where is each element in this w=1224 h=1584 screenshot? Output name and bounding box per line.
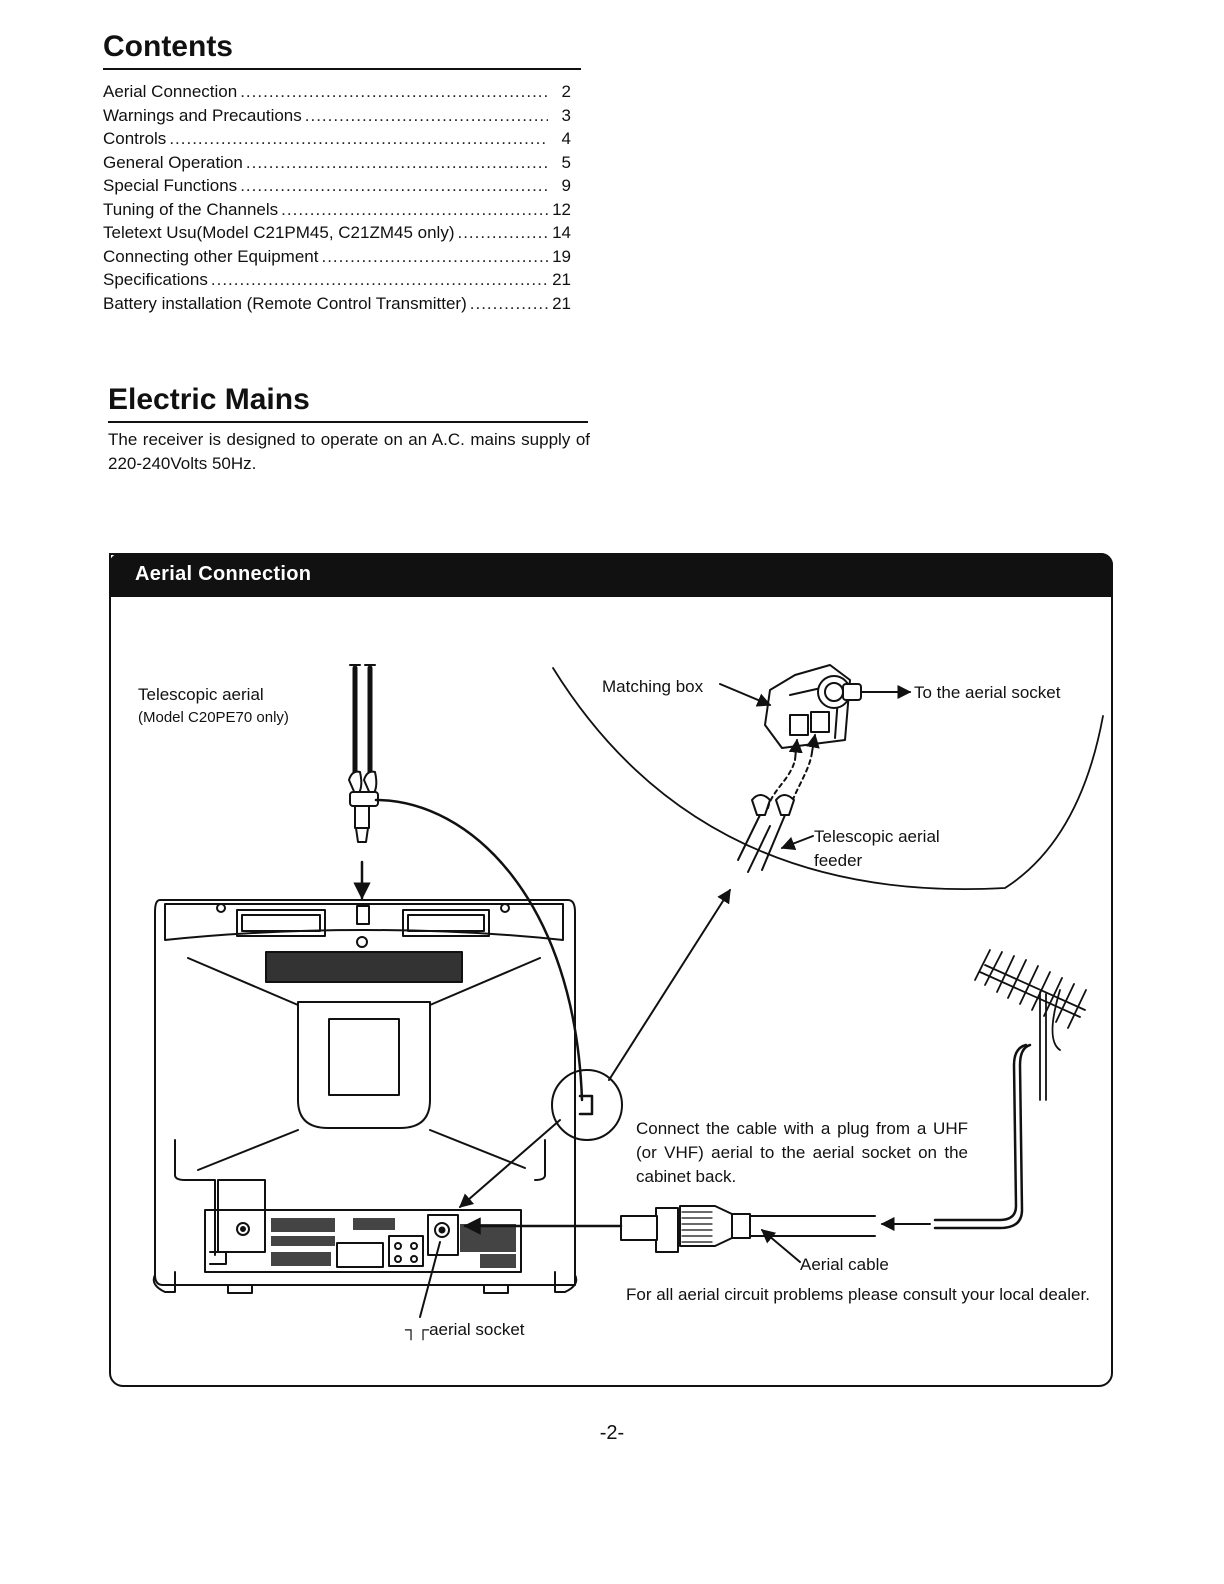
toc-entry: Tuning of the Channels 12 bbox=[103, 198, 571, 222]
model-note-label: (Model C20PE70 only) bbox=[138, 709, 289, 726]
toc-entry: Teletext Usu(Model C21PM45, C21ZM45 only… bbox=[103, 221, 571, 245]
toc-entry-page: 9 bbox=[561, 176, 571, 195]
toc-entry-page: 12 bbox=[552, 199, 571, 219]
aerial-socket-text: aerial socket bbox=[429, 1320, 525, 1339]
toc-entry-label: Controls bbox=[103, 129, 167, 148]
connect-instruction: Connect the cable with a plug from a UHF… bbox=[636, 1119, 968, 1186]
feeder-label-line2: feeder bbox=[814, 851, 863, 870]
aerial-socket-icon: ┐┌ bbox=[405, 1320, 430, 1339]
contents-heading: Contents bbox=[103, 30, 233, 63]
toc-entry-page: 21 bbox=[552, 270, 571, 289]
toc-entry-label: Battery installation (Remote Control Tra… bbox=[103, 293, 467, 313]
mains-rule bbox=[108, 421, 588, 423]
dealer-note: For all aerial circuit problems please c… bbox=[626, 1285, 1090, 1304]
toc-entry: Specifications 21 bbox=[103, 268, 571, 292]
contents-rule bbox=[103, 68, 581, 70]
to-aerial-socket-label: To the aerial socket bbox=[914, 683, 1061, 702]
toc-entry-label: Connecting other Equipment bbox=[103, 246, 319, 266]
toc-entry-label: General Operation bbox=[103, 152, 243, 172]
aerial-panel-title: Aerial Connection bbox=[135, 563, 312, 585]
toc-entry: General Operation 5 bbox=[103, 151, 571, 175]
aerial-panel-header: Aerial Connection bbox=[109, 553, 1113, 597]
telescopic-aerial-label: Telescopic aerial bbox=[138, 685, 264, 704]
toc-entry-page: 14 bbox=[552, 223, 571, 242]
page-number: -2- bbox=[599, 1422, 625, 1444]
toc-entry-page: 2 bbox=[561, 82, 571, 101]
mains-description: The receiver is designed to operate on a… bbox=[108, 430, 590, 473]
outdoor-aerial-icon bbox=[933, 949, 1087, 1230]
aerial-socket-pointer bbox=[419, 1241, 441, 1318]
telescopic-aerial-icon bbox=[348, 664, 379, 900]
aerial-plug-icon bbox=[463, 1205, 931, 1263]
toc-entry-page: 19 bbox=[552, 246, 571, 266]
tv-cabinet-back bbox=[152, 899, 578, 1294]
detail-circle bbox=[552, 667, 1104, 890]
toc-entry-label: Warnings and Precautions bbox=[103, 105, 302, 125]
toc-entry: Aerial Connection 2 bbox=[103, 80, 571, 104]
aerial-cable-label: Aerial cable bbox=[800, 1255, 889, 1274]
feeder-label-line1: Telescopic aerial bbox=[814, 827, 940, 846]
toc-entry-label: Special Functions bbox=[103, 176, 238, 195]
toc-entry: Warnings and Precautions 3 bbox=[103, 104, 571, 128]
socket-zoom-circle bbox=[458, 888, 731, 1208]
toc-entry-label: Tuning of the Channels bbox=[103, 199, 279, 219]
toc-entry-page: 5 bbox=[561, 152, 571, 172]
toc-entry: Connecting other Equipment 19 bbox=[103, 245, 571, 269]
toc-entry: Battery installation (Remote Control Tra… bbox=[103, 292, 571, 316]
aerial-socket-label: ┐┌aerial socket bbox=[405, 1319, 525, 1341]
toc-entry-page: 3 bbox=[561, 105, 571, 125]
toc-entry-label: Specifications bbox=[103, 270, 208, 289]
matching-box-icon bbox=[719, 664, 912, 873]
toc-entry-page: 4 bbox=[561, 129, 571, 148]
toc-entry: Special Functions 9 bbox=[103, 174, 571, 198]
toc-entry-label: Aerial Connection bbox=[103, 82, 238, 101]
toc-entry-page: 21 bbox=[552, 293, 571, 313]
mains-heading: Electric Mains bbox=[108, 383, 310, 416]
matching-box-label: Matching box bbox=[602, 677, 704, 696]
toc-entry-label: Teletext Usu(Model C21PM45, C21ZM45 only… bbox=[103, 223, 455, 242]
toc-entry: Controls 4 bbox=[103, 127, 571, 151]
feeder-cable bbox=[374, 798, 584, 1102]
